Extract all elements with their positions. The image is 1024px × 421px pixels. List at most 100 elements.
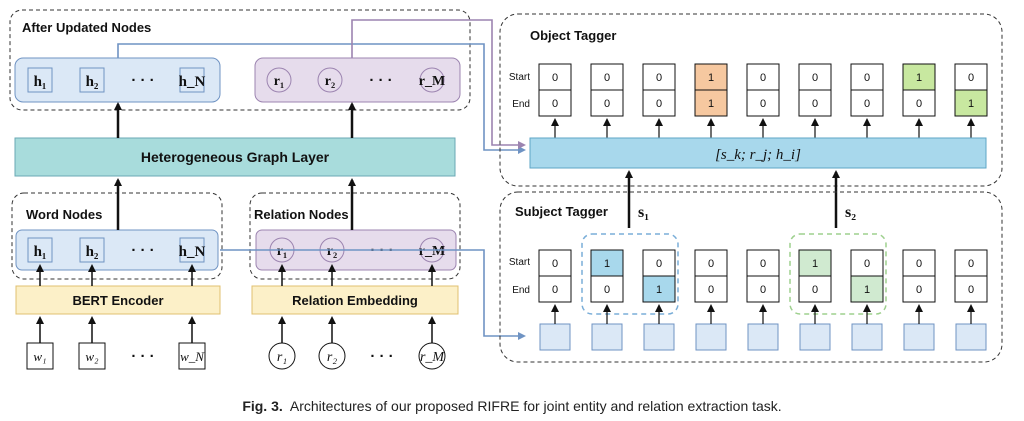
caption-text: Architectures of our proposed RIFRE for …	[290, 398, 782, 414]
subject-input-token-7	[851, 323, 883, 351]
word-input-2	[78, 342, 106, 370]
word-input-n-label: w_N	[180, 349, 205, 364]
object-tagger-end-cell-5	[746, 89, 780, 117]
updated-word-node-n-label: h_N	[179, 74, 206, 90]
connector-relation-to-concat	[351, 19, 526, 149]
word-nodes-ellipsis: · · ·	[131, 242, 154, 259]
after-updated-nodes-label: After Updated Nodes	[22, 20, 151, 35]
subject-tagger-end-value-9: 0	[968, 284, 974, 296]
updated-word-node-n	[179, 67, 205, 93]
subject-tagger-end-value-3: 1	[656, 284, 662, 296]
updated-relation-nodes-group	[254, 57, 461, 103]
word-node-1-label: h₁	[34, 244, 47, 260]
subject-tagger-start-value-5: 0	[760, 258, 766, 270]
object-tagger-end-value-9: 1	[968, 98, 974, 110]
subject-tagger-end-value-1: 0	[552, 284, 558, 296]
relation-nodes-label: Relation Nodes	[254, 207, 349, 222]
word-node-2	[79, 237, 105, 263]
subject-input-token-2	[591, 323, 623, 351]
object-tagger-start-value-9: 0	[968, 72, 974, 84]
object-tagger-end-value-6: 0	[812, 98, 818, 110]
object-tagger-start-value-3: 0	[656, 72, 662, 84]
subject-tagger-end-cell-9	[954, 275, 988, 303]
relation-node-2-label: r₂	[327, 244, 337, 259]
object-tagger-label: Object Tagger	[530, 28, 616, 43]
svg-text:Fig. 3. Architectures of o: Fig. 3. Architectures of our proposed RI…	[242, 398, 781, 414]
relation-nodes-container	[249, 192, 461, 280]
object-tagger-start-value-7: 0	[864, 72, 870, 84]
object-tagger-end-cell-9	[954, 89, 988, 117]
object-tagger-start-cell-1	[538, 63, 572, 91]
relation-node-1-label: r₁	[277, 244, 287, 259]
subject-tagger-container	[499, 191, 1003, 363]
subject-tagger-end-value-4: 0	[708, 284, 714, 296]
subject-tagger-start-value-9: 0	[968, 258, 974, 270]
subject-tagger-end-value-7: 1	[864, 284, 870, 296]
subject-span-1-highlight	[581, 233, 679, 315]
heterogeneous-graph-layer	[14, 137, 456, 177]
updated-word-node-1	[27, 67, 53, 93]
subject-end-label: End	[512, 285, 530, 296]
object-end-label: End	[512, 99, 530, 110]
subject-tagger-start-cell-9	[954, 249, 988, 277]
object-tagger-end-cell-2	[590, 89, 624, 117]
after-updated-nodes-container	[9, 9, 471, 111]
subject-input-token-6	[799, 323, 831, 351]
subject-tagger-end-cell-2	[590, 275, 624, 303]
object-tagger-start-cell-6	[798, 63, 832, 91]
updated-relation-node-m	[419, 67, 445, 93]
subject-tagger-start-value-2: 1	[604, 258, 610, 270]
relation-input-m-label: r_M	[420, 350, 445, 365]
subject-tagger-end-cell-6	[798, 275, 832, 303]
subject-tagger-end-cell-4	[694, 275, 728, 303]
relation-embedding	[251, 285, 459, 315]
object-tagger-end-cell-6	[798, 89, 832, 117]
subject-tagger-start-value-6: 1	[812, 258, 818, 270]
bert-encoder	[15, 285, 221, 315]
object-tagger-start-value-6: 0	[812, 72, 818, 84]
word-input-1	[26, 342, 54, 370]
updated-word-node-2-label: h₂	[86, 74, 99, 90]
updated-word-ellipsis: · · ·	[131, 72, 154, 89]
word-node-n-label: h_N	[179, 244, 206, 260]
subject-tagger-end-cell-7	[850, 275, 884, 303]
word-input-2-label: w₂	[85, 349, 99, 364]
subject-input-token-5	[747, 323, 779, 351]
object-tagger-end-value-1: 0	[552, 98, 558, 110]
object-tagger-end-cell-3	[642, 89, 676, 117]
updated-relation-node-1	[266, 67, 292, 93]
object-tagger-start-value-8: 1	[916, 72, 922, 84]
object-tagger-end-value-5: 0	[760, 98, 766, 110]
object-tagger-start-value-1: 0	[552, 72, 558, 84]
connector-word-to-concat	[117, 43, 526, 154]
subject-tagger-end-value-6: 0	[812, 284, 818, 296]
object-tagger-end-cell-1	[538, 89, 572, 117]
bert-encoder-label: BERT Encoder	[72, 293, 163, 308]
object-tagger-start-cell-2	[590, 63, 624, 91]
object-tagger-end-value-4: 1	[708, 98, 714, 110]
object-tagger-end-cell-7	[850, 89, 884, 117]
object-tagger-end-value-8: 0	[916, 98, 922, 110]
updated-word-node-2	[79, 67, 105, 93]
subject-tagger-end-cell-5	[746, 275, 780, 303]
subject-tagger-start-cell-8	[902, 249, 936, 277]
figure-caption: Fig. 3. Architectures of our proposed RI…	[242, 398, 781, 414]
subject-input-token-3	[643, 323, 675, 351]
object-tagger-start-value-4: 1	[708, 72, 714, 84]
relation-input-ellipsis: · · ·	[370, 348, 393, 365]
updated-relation-ellipsis: · · ·	[369, 72, 392, 89]
subject-span-2-highlight	[789, 233, 887, 315]
object-tagger-start-cell-4	[694, 63, 728, 91]
object-tagger-start-value-5: 0	[760, 72, 766, 84]
updated-relation-node-2-label: r₂	[325, 74, 335, 89]
subject-tagger-end-value-2: 0	[604, 284, 610, 296]
s1-label: s₁	[638, 204, 649, 221]
s2-label: s₂	[845, 204, 856, 221]
relation-input-1-label: r₁	[277, 350, 287, 365]
object-tagger-end-value-3: 0	[656, 98, 662, 110]
word-input-ellipsis: · · ·	[131, 348, 154, 365]
subject-tagger-start-cell-5	[746, 249, 780, 277]
